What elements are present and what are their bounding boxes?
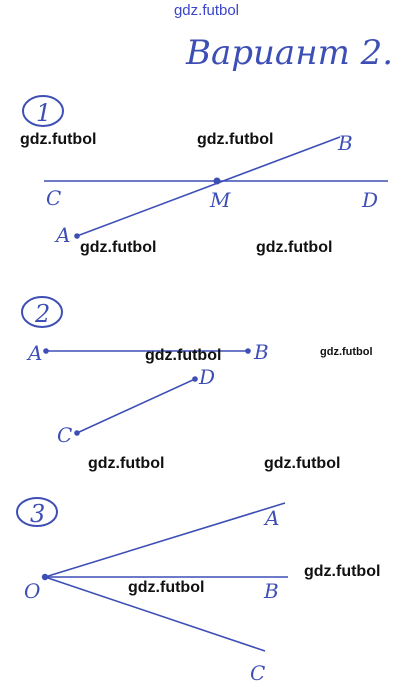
segment-cd-2 bbox=[76, 378, 196, 434]
watermark: gdz.futbol bbox=[320, 346, 373, 358]
label-d-2: D bbox=[198, 365, 215, 389]
label-c-3: C bbox=[250, 661, 265, 685]
task-2-number: 2 bbox=[34, 300, 50, 328]
label-c-2: C bbox=[57, 423, 72, 447]
point-a bbox=[74, 233, 80, 239]
variant-title: Вариант 2. bbox=[185, 33, 393, 73]
site-watermark: gdz.futbol bbox=[173, 2, 240, 19]
label-d: D bbox=[361, 188, 378, 212]
watermark: gdz.futbol bbox=[88, 455, 165, 472]
task-3-number-circle bbox=[16, 497, 58, 527]
task-1-number-circle bbox=[22, 95, 64, 127]
task-3-number: 3 bbox=[30, 500, 45, 528]
watermark: gdz.futbol bbox=[197, 131, 274, 148]
task-1: 1 C D B M A bbox=[22, 95, 388, 247]
point-m bbox=[213, 177, 221, 185]
task-2-number-circle bbox=[21, 296, 63, 328]
point-c-2 bbox=[74, 430, 80, 436]
label-a-2: A bbox=[26, 341, 42, 365]
label-m: M bbox=[209, 188, 231, 212]
ray-oa bbox=[44, 502, 286, 578]
watermark: gdz.futbol bbox=[256, 239, 333, 256]
point-d-2 bbox=[192, 376, 198, 382]
label-c: C bbox=[46, 186, 61, 210]
task-2: 2 A B C D bbox=[21, 296, 269, 447]
label-b: B bbox=[337, 131, 353, 155]
label-o: O bbox=[24, 579, 40, 603]
task-1-number: 1 bbox=[36, 99, 51, 127]
ray-oc bbox=[44, 576, 266, 652]
segment-ab bbox=[76, 136, 341, 237]
watermark: gdz.futbol bbox=[128, 579, 205, 596]
watermark: gdz.futbol bbox=[264, 455, 341, 472]
point-a-2 bbox=[43, 348, 49, 354]
point-o bbox=[41, 573, 49, 581]
label-b-2: B bbox=[253, 340, 269, 364]
watermark: gdz.futbol bbox=[304, 563, 381, 580]
point-b-2 bbox=[245, 348, 251, 354]
watermark: gdz.futbol bbox=[80, 239, 157, 256]
label-a-3: A bbox=[263, 506, 279, 530]
label-b-3: B bbox=[263, 579, 279, 603]
task-3: 3 O A B C bbox=[16, 497, 288, 685]
watermark: gdz.futbol bbox=[145, 347, 222, 364]
watermark: gdz.futbol bbox=[20, 131, 97, 148]
label-a: A bbox=[54, 223, 70, 247]
